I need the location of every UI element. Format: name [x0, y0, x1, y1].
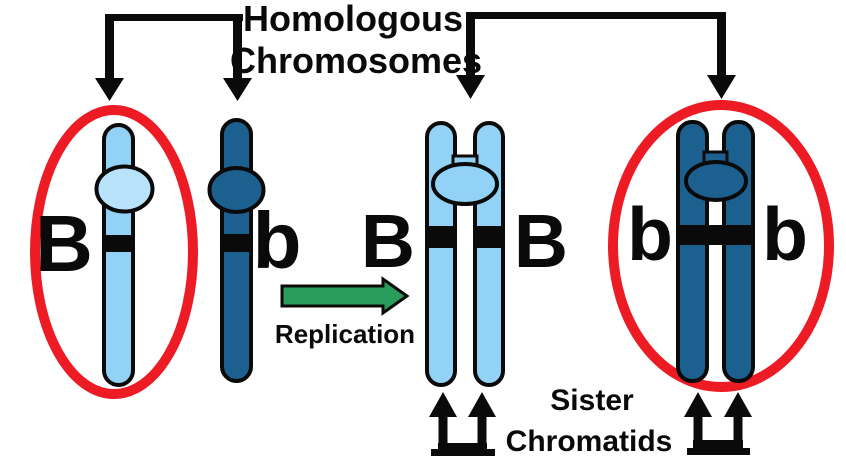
chromosome-band: [102, 235, 135, 252]
homologous-bracket-right-icon: [456, 12, 736, 99]
allele-label-pair-light-right: B: [514, 199, 568, 283]
chromosome-band: [220, 234, 253, 252]
homologous-bracket-left-icon: [95, 14, 252, 101]
allele-label-pair-light-left: B: [361, 199, 415, 283]
chromosome-pair-dark: [676, 120, 755, 383]
allele-label-pair-dark-left: b: [627, 192, 673, 276]
chromosome-single-light: [94, 123, 155, 387]
highlight-ellipse-left: [30, 105, 198, 399]
replication-label: Replication: [275, 319, 415, 349]
chromosome-band: [676, 225, 755, 245]
allele-label-single-light: B: [35, 199, 93, 288]
replication-arrow-icon: [280, 276, 410, 316]
allele-label-single-dark: b: [253, 196, 302, 285]
centromere: [684, 160, 748, 202]
chromatid-rod: [102, 123, 135, 387]
chromatid-rod-right: [473, 121, 505, 387]
chromatid-rod-left: [425, 121, 457, 387]
sister-bracket-left-icon: [429, 392, 496, 456]
centromere: [207, 166, 266, 214]
centromere: [94, 164, 155, 214]
chromosome-pair-light: [425, 121, 505, 387]
chromosome-band-right: [473, 226, 505, 248]
chromosome-single-dark: [207, 118, 266, 383]
sister-chromatids-label-line1: Sister: [550, 384, 634, 417]
allele-label-pair-dark-right: b: [762, 192, 808, 276]
homologous-title-line1: Homologous: [243, 0, 463, 39]
centromere: [431, 162, 499, 206]
chromosome-band-left: [425, 226, 457, 248]
sister-chromatids-label-line2: Chromatids: [506, 425, 673, 458]
highlight-ellipse-right: [608, 100, 834, 392]
homologous-title-line2: Chromosomes: [230, 40, 482, 81]
sister-bracket-right-icon: [684, 392, 752, 455]
